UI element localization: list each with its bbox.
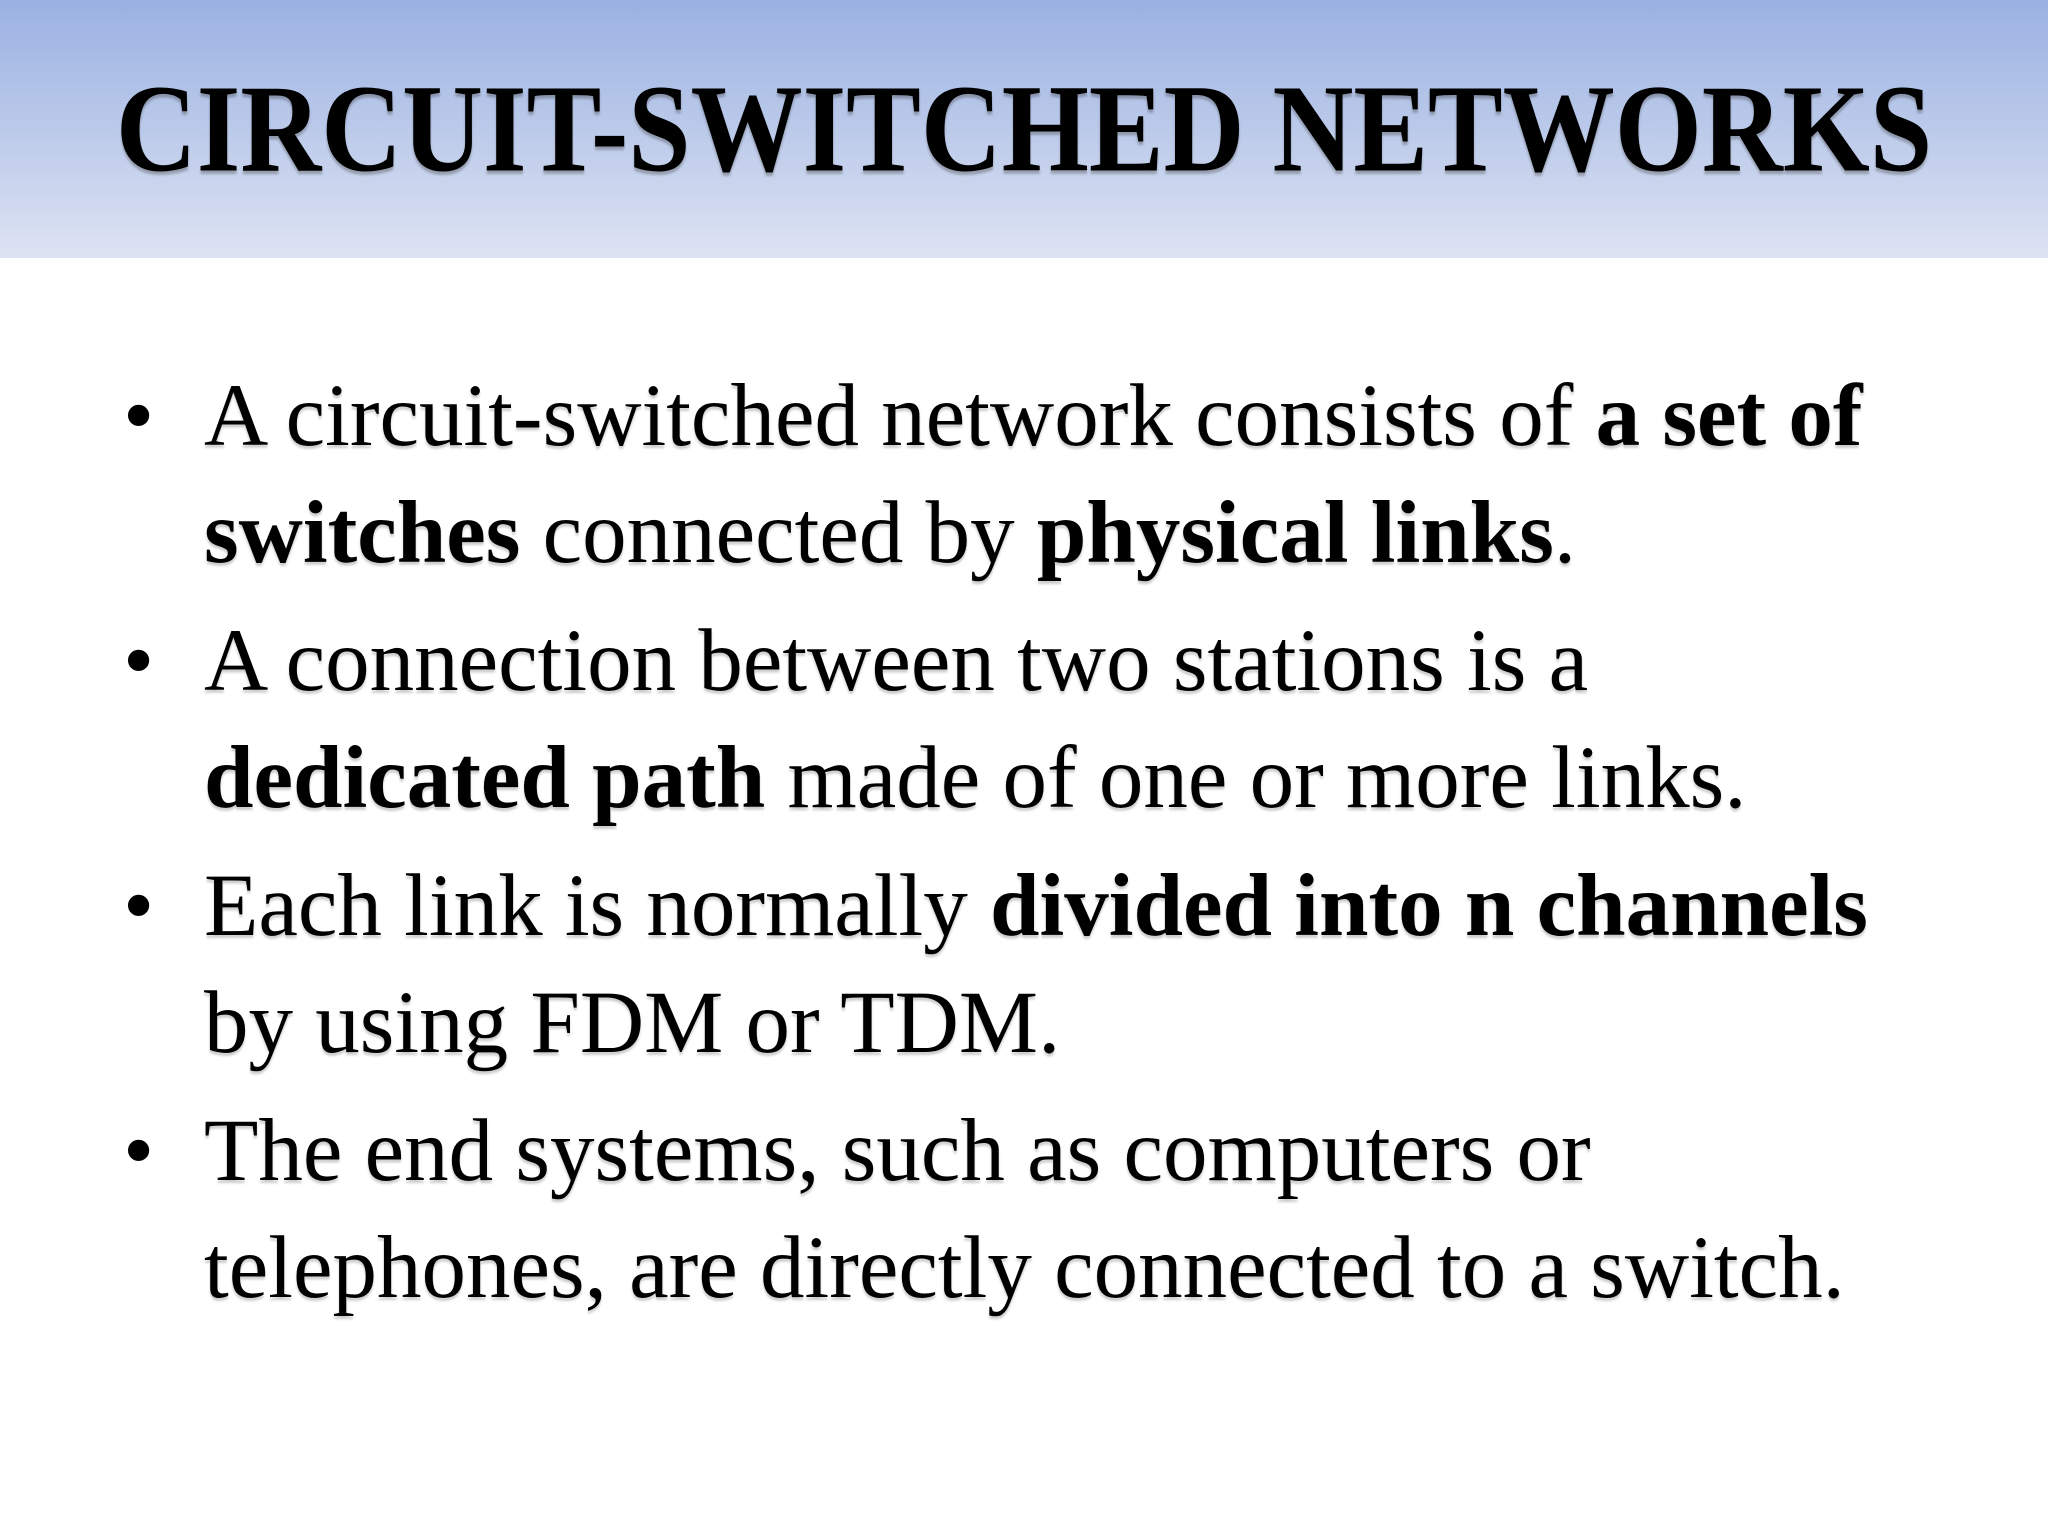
text-segment: made of one or more links. <box>765 729 1747 828</box>
bullet-text: A circuit-switched network consists of a… <box>204 358 1964 593</box>
text-segment-bold: physical links <box>1036 484 1554 583</box>
text-segment: Each link is normally <box>204 856 991 955</box>
bullet-list: • A circuit-switched network consists of… <box>123 358 2048 1328</box>
list-item: • A circuit-switched network consists of… <box>123 358 2048 593</box>
bullet-icon: • <box>123 611 155 710</box>
slide-header: CIRCUIT-SWITCHED NETWORKS <box>0 0 2048 258</box>
text-segment: by using FDM or TDM. <box>204 974 1061 1073</box>
text-segment: A circuit-switched network consists of <box>204 367 1596 465</box>
list-item: • Each link is normally divided into n c… <box>123 848 2048 1083</box>
bullet-icon: • <box>123 856 155 955</box>
list-item: • A connection between two stations is a… <box>123 603 2048 838</box>
bullet-icon: • <box>123 1101 155 1200</box>
slide-title: CIRCUIT-SWITCHED NETWORKS <box>115 59 1933 199</box>
slide-body: • A circuit-switched network consists of… <box>0 258 2048 1328</box>
text-segment: . <box>1553 484 1577 583</box>
text-segment: connected by <box>520 484 1037 583</box>
bullet-text: The end systems, such as computers or te… <box>204 1093 1964 1328</box>
bullet-icon: • <box>123 367 155 465</box>
text-segment: The end systems, such as computers or te… <box>204 1101 1845 1318</box>
bullet-text: Each link is normally divided into n cha… <box>204 848 1964 1083</box>
text-segment-bold: a set of switches <box>204 367 1863 583</box>
text-segment-bold: divided into n channels <box>990 856 1868 955</box>
list-item: • The end systems, such as computers or … <box>123 1093 2048 1328</box>
text-segment: A connection between two stations is a <box>204 611 1589 710</box>
bullet-text: A connection between two stations is a d… <box>204 603 1964 838</box>
text-segment-bold: dedicated path <box>204 729 766 828</box>
